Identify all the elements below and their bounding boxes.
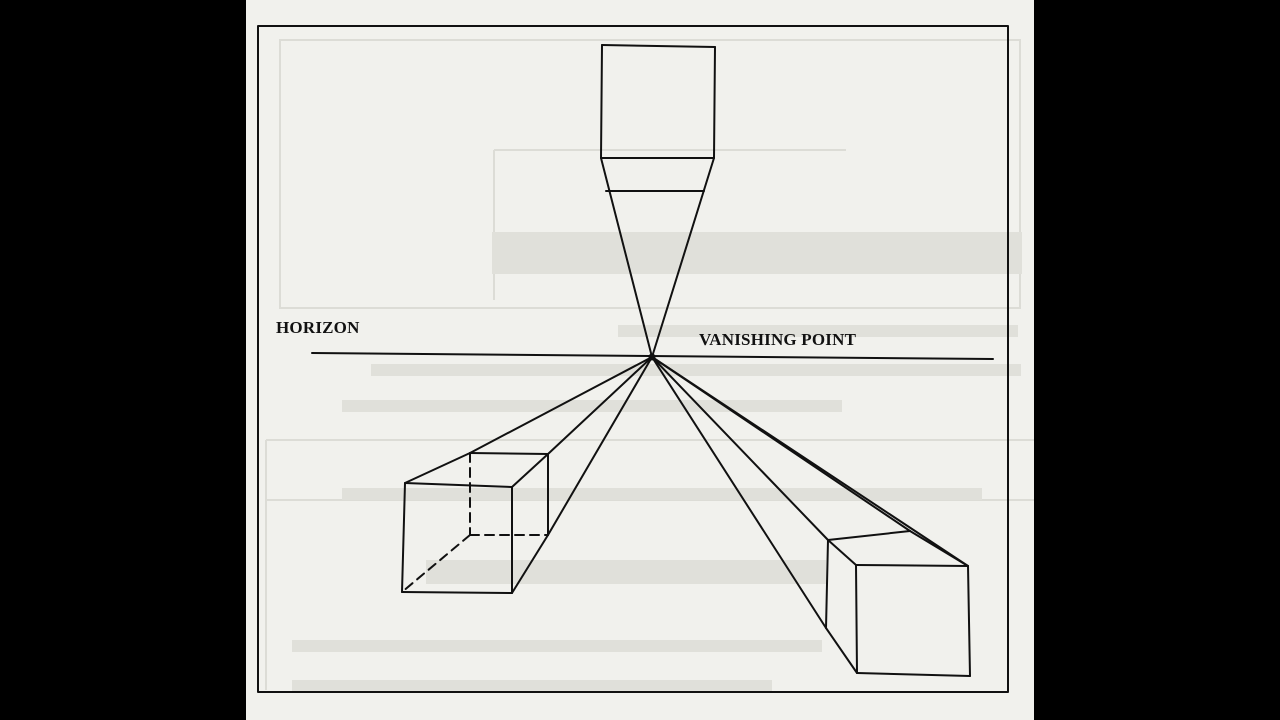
vanishing-point-label: VANISHING POINT bbox=[699, 330, 857, 349]
figure-border bbox=[257, 25, 1009, 693]
converging-line bbox=[469, 356, 653, 454]
top-box-edge bbox=[713, 46, 716, 159]
converging-line bbox=[600, 157, 653, 358]
horizon-label: HORIZON bbox=[276, 318, 360, 337]
right-box-edge bbox=[825, 539, 829, 629]
left-box-edge bbox=[469, 452, 549, 455]
right-box-edge bbox=[827, 530, 911, 541]
converging-line bbox=[651, 157, 715, 358]
ghost-text-block bbox=[292, 640, 822, 652]
converging-line bbox=[651, 356, 827, 629]
converging-line bbox=[547, 356, 653, 455]
top-box bbox=[600, 44, 716, 358]
ghost-frame bbox=[279, 39, 1021, 309]
ghost-text-block bbox=[371, 364, 1021, 376]
right-box bbox=[651, 356, 971, 677]
right-box-edge bbox=[856, 672, 971, 677]
left-box-hidden-edges bbox=[401, 452, 549, 593]
left-box-edge bbox=[511, 453, 549, 488]
left-box-edge bbox=[404, 482, 513, 488]
top-box-edge bbox=[600, 44, 603, 159]
converging-line bbox=[547, 356, 653, 536]
top-box-edge bbox=[601, 44, 716, 48]
right-box-edge bbox=[825, 627, 858, 674]
converging-line bbox=[651, 356, 969, 567]
left-box-edge bbox=[401, 591, 513, 594]
ghost-text-block bbox=[342, 400, 842, 412]
left-box-edge bbox=[401, 482, 406, 593]
scanned-page bbox=[246, 0, 1034, 720]
hidden-edge bbox=[401, 534, 471, 593]
ghost-text-block bbox=[492, 232, 1022, 274]
right-box-edge bbox=[855, 564, 858, 674]
ghost-text-block bbox=[342, 488, 982, 500]
ghost-text-block bbox=[618, 325, 1018, 337]
right-box-edge bbox=[967, 565, 971, 677]
left-box-edge bbox=[404, 452, 471, 484]
ghost-text-block bbox=[426, 560, 826, 584]
left-box bbox=[401, 356, 653, 594]
converging-line bbox=[651, 356, 829, 541]
left-box-edge bbox=[511, 534, 549, 594]
right-box-edge bbox=[855, 564, 969, 567]
bleed-through-texture bbox=[265, 39, 1034, 692]
right-box-edge bbox=[827, 539, 857, 566]
ghost-text-block bbox=[292, 680, 772, 692]
